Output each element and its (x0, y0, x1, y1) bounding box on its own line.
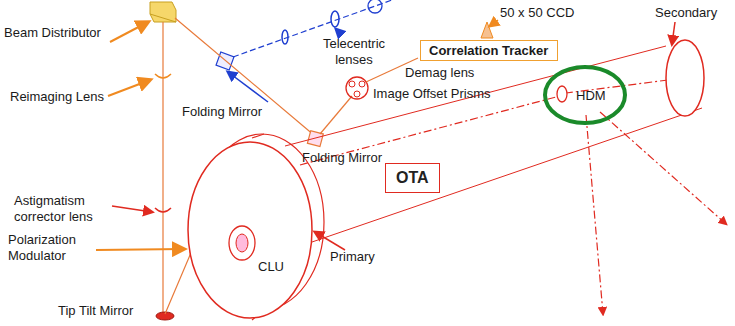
box-title: OTA (396, 169, 429, 187)
box-title: Correlation Tracker (429, 43, 549, 58)
labelled-box: Correlation Tracker (420, 40, 558, 61)
part-label: Reimaging Lens (10, 89, 104, 105)
part-label: Tip Tilt Mirror (58, 303, 133, 319)
labelled-box: OTA (385, 163, 440, 193)
part-label: Folding Mirror (302, 150, 382, 166)
part-label: Secondary (655, 5, 717, 21)
part-label: Primary (330, 249, 375, 265)
part-label: Telecentric lenses (312, 36, 396, 68)
part-label: Image Offset Prisms (373, 86, 491, 102)
part-label: Beam Distributor (4, 25, 101, 41)
part-label: Polarization Modulator (8, 232, 98, 264)
part-label: 50 x 50 CCD (500, 5, 574, 21)
part-label: CLU (258, 259, 284, 275)
part-label: HDM (576, 88, 606, 104)
part-label: Demag lens (405, 65, 474, 81)
part-label: Folding Mirror (182, 104, 262, 120)
part-label: Astigmatism corrector lens (14, 193, 114, 225)
